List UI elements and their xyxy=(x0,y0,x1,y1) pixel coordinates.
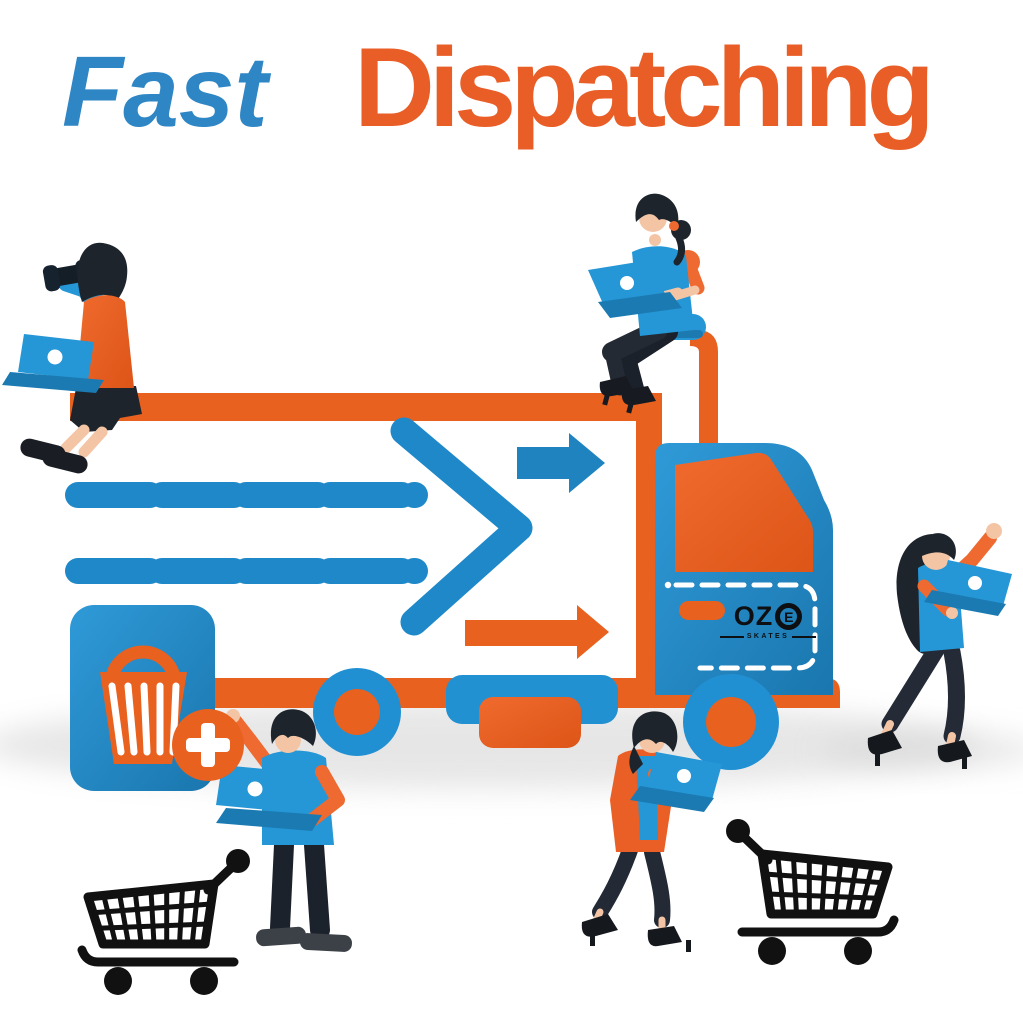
delivery-truck xyxy=(65,393,840,791)
rear-wheel xyxy=(313,668,401,756)
cab-window xyxy=(675,452,813,572)
shopping-basket-icon xyxy=(100,645,187,764)
add-to-cart-plus-badge xyxy=(172,709,244,781)
cab-door-dashes xyxy=(664,581,818,671)
title-word-fast: Fast xyxy=(62,36,268,148)
laptop-icon xyxy=(588,260,682,318)
truck-roof-bar xyxy=(70,393,662,421)
door-handle-pill xyxy=(679,601,725,620)
brand-name-prefix: OZ xyxy=(733,601,774,631)
brand-logo: OZ E SKATES xyxy=(720,603,816,640)
laptop-icon xyxy=(2,334,104,393)
man-standing-with-laptop xyxy=(216,709,352,952)
tagline-left-rule xyxy=(720,635,744,638)
front-wheel xyxy=(683,674,779,770)
truck-cab xyxy=(655,443,833,695)
woman-seated-on-chair-with-laptop xyxy=(588,193,705,414)
laptop-icon xyxy=(630,752,722,812)
laptop-icon xyxy=(924,560,1012,616)
brand-tagline: SKATES xyxy=(720,633,816,640)
small-blue-arrow xyxy=(517,433,605,493)
small-orange-arrow xyxy=(465,605,609,659)
fuel-tank xyxy=(446,675,618,748)
tagline-right-rule xyxy=(792,635,816,638)
brand-circled-letter: E xyxy=(775,603,803,630)
woman-walking-with-laptop xyxy=(581,711,722,952)
woman-standing-right-with-laptop xyxy=(867,523,1012,769)
title-word-dispatching: Dispatching xyxy=(354,25,935,150)
speed-dash-lines xyxy=(65,482,428,584)
big-chevron-arrow xyxy=(390,417,533,636)
tagline-text: SKATES xyxy=(746,633,790,640)
man-with-binoculars-and-laptop xyxy=(2,242,142,474)
shopping-cart-left-icon xyxy=(82,849,250,995)
shopping-cart-right-icon xyxy=(726,819,894,965)
laptop-icon xyxy=(216,765,322,831)
